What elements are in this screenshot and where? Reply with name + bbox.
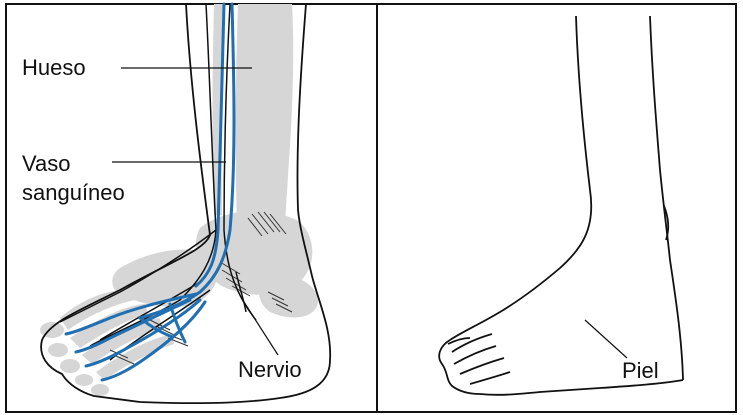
figure-frame: [6, 4, 736, 412]
label-vessel-line1: Vaso: [22, 151, 71, 177]
label-vessel-line2: sanguíneo: [22, 180, 125, 206]
label-skin: Piel: [622, 358, 659, 384]
leader-skin: [585, 320, 627, 358]
label-nerve: Nervio: [238, 357, 302, 383]
right-panel-skin: [439, 16, 683, 395]
label-bone: Hueso: [22, 55, 86, 81]
